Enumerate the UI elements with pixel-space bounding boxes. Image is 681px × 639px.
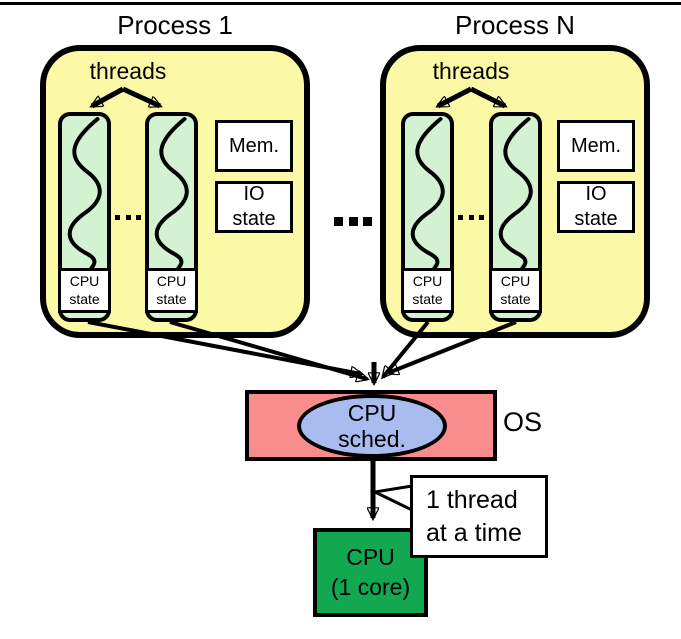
cpu-line2: (1 core) xyxy=(330,573,411,600)
cpu-state-line2: state xyxy=(69,290,100,307)
os-label: OS xyxy=(503,407,543,437)
process-n-thread-2-cpu-state: CPU state xyxy=(489,268,542,313)
memory-label: Mem. xyxy=(571,134,621,157)
process-1-threads-label: threads xyxy=(89,58,167,84)
scheduler-line2: sched. xyxy=(338,426,406,452)
top-divider xyxy=(0,2,681,5)
cpu-scheduler-ellipse: CPU sched. xyxy=(297,394,447,458)
callout-tail xyxy=(370,484,413,512)
cpu-state-line1: CPU xyxy=(69,273,100,289)
ellipsis-icon xyxy=(458,215,484,220)
cpu-state-line2: state xyxy=(500,290,531,307)
cpu-state-line1: CPU xyxy=(412,273,443,289)
process-n-title: Process N xyxy=(455,10,575,40)
cpu-state-line1: CPU xyxy=(156,273,187,289)
cpu-state-line2: state xyxy=(412,290,443,307)
io-line1: IO xyxy=(585,183,607,205)
memory-label: Mem. xyxy=(229,134,279,157)
process-n-io-state-box: IO state xyxy=(557,181,635,233)
process-n-threads-label: threads xyxy=(432,58,510,84)
io-line1: IO xyxy=(243,183,265,205)
cpu-state-line2: state xyxy=(156,290,187,307)
cpu-line1: CPU xyxy=(346,543,395,570)
cpu-state-line1: CPU xyxy=(500,273,531,289)
callout-line1: 1 thread xyxy=(426,485,518,514)
process-1-thread-1-cpu-state: CPU state xyxy=(58,268,111,313)
ellipsis-icon xyxy=(115,215,141,220)
process-1-thread-1: CPU state xyxy=(58,112,111,322)
process-1-title: Process 1 xyxy=(117,10,233,40)
process-n-thread-1: CPU state xyxy=(401,112,454,322)
process-1-thread-2: CPU state xyxy=(145,112,198,322)
scheduler-line1: CPU xyxy=(347,399,397,426)
ellipsis-icon xyxy=(334,217,372,226)
io-line2: state xyxy=(232,208,276,230)
process-1-io-state-box: IO state xyxy=(215,181,293,233)
process-n-thread-1-cpu-state: CPU state xyxy=(401,268,454,313)
callout-bubble: 1 thread at a time xyxy=(410,475,548,558)
callout-line2: at a time xyxy=(426,518,522,547)
cpu-core-box: CPU (1 core) xyxy=(313,528,428,617)
io-line2: state xyxy=(574,208,618,230)
process-n-thread-2: CPU state xyxy=(489,112,542,322)
process-1-memory-box: Mem. xyxy=(215,120,293,172)
process-1-thread-2-cpu-state: CPU state xyxy=(145,268,198,313)
process-n-memory-box: Mem. xyxy=(557,120,635,172)
